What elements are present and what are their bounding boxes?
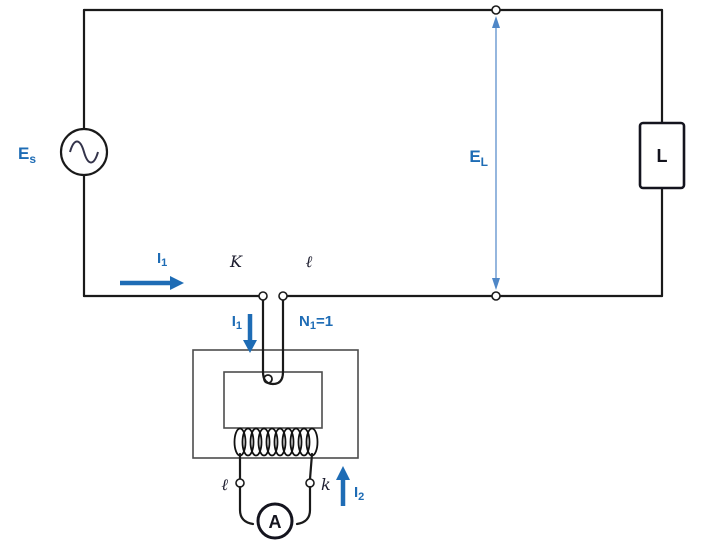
turns-ratio-label: N1=1 (299, 313, 333, 332)
terminal-k-bottom (305, 478, 315, 488)
i1-primary-arrowhead-icon (243, 340, 257, 353)
terminal-l-top (278, 291, 288, 301)
load-box (638, 121, 686, 190)
bottom-node (491, 291, 501, 301)
primary-turn-loop (263, 374, 273, 384)
terminal-l-bottom-label: ℓ (221, 475, 228, 494)
ammeter-wire-left (238, 485, 255, 526)
load-label: L (657, 146, 668, 166)
coil-lead-right (308, 452, 314, 481)
line-voltage-label: EL (469, 147, 488, 169)
terminal-l-bottom (235, 478, 245, 488)
ac-sine-icon (69, 140, 99, 164)
i2-label: I2 (354, 484, 364, 503)
terminal-k-bottom-label: k (321, 475, 331, 494)
ct-core-window (223, 371, 323, 429)
ammeter-label: A (269, 512, 282, 532)
primary-wire-right (271, 298, 285, 386)
terminal-k-top (258, 291, 268, 301)
top-node (491, 5, 501, 15)
i2-arrowhead-icon (336, 466, 350, 480)
terminal-k-top-label: K (229, 252, 243, 271)
terminal-l-top-label: ℓ (306, 252, 313, 271)
i1-arrowhead-icon (170, 276, 184, 290)
i1-primary-label: I1 (232, 313, 242, 332)
ammeter-wire-right (295, 485, 312, 526)
el-arrowhead-up-icon (492, 16, 500, 28)
el-arrowhead-down-icon (492, 278, 500, 290)
source-label: Es (18, 144, 36, 166)
i1-line-label: I1 (157, 250, 167, 269)
ammeter-circle (256, 502, 294, 540)
